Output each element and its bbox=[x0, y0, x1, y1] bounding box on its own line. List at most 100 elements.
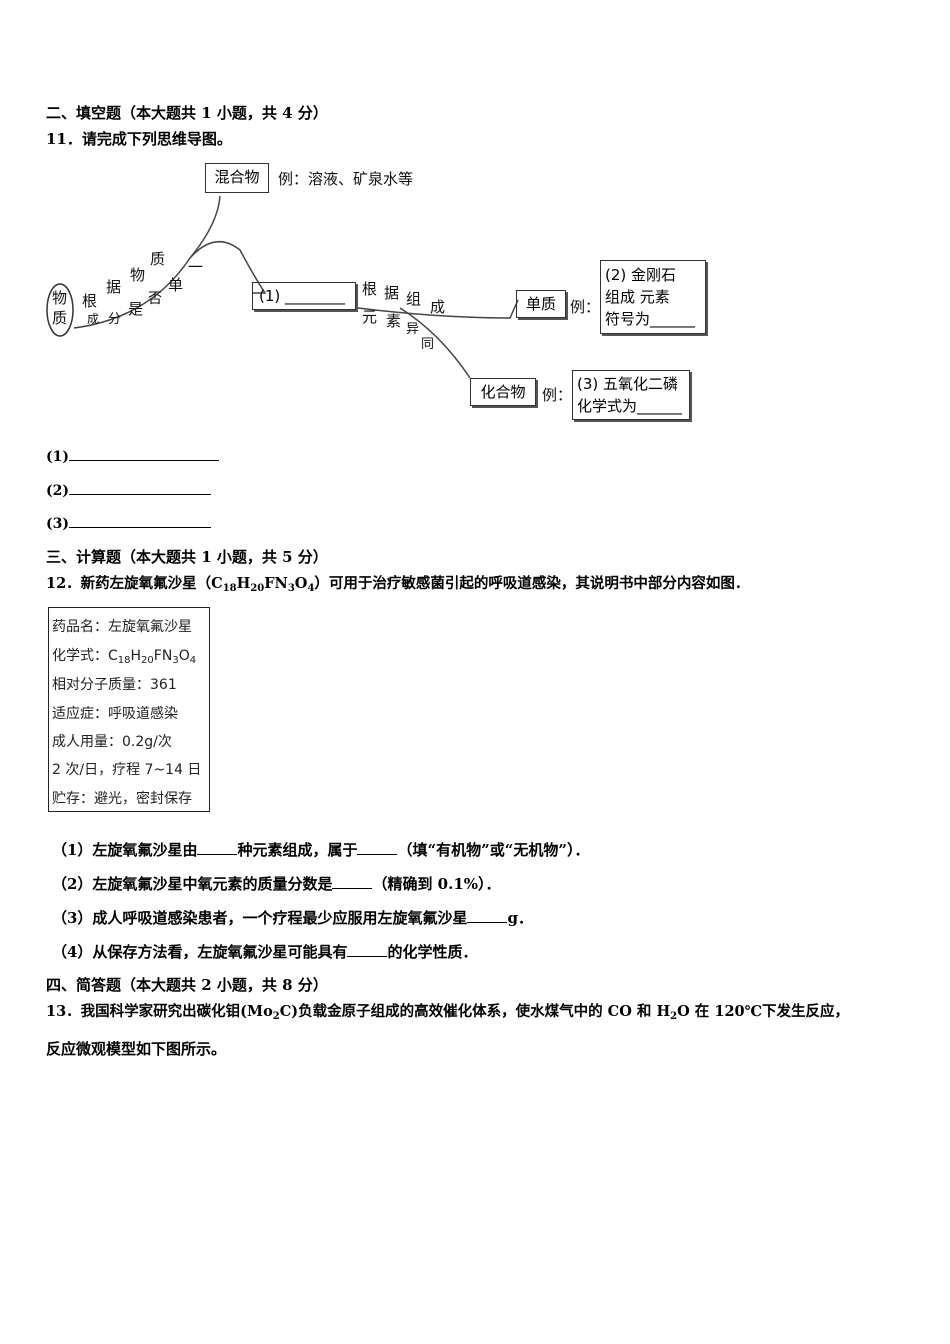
question-text: 种元素组成，属于 bbox=[237, 841, 358, 859]
question-13-stem-line-2: 反应微观模型如下图所示。 bbox=[46, 1040, 227, 1058]
branch-char: 根 bbox=[362, 280, 378, 298]
branch-char: 异 bbox=[406, 322, 420, 337]
branch-char: 素 bbox=[386, 312, 402, 330]
question-text: g． bbox=[507, 909, 533, 927]
drug-course: 2 次/日，疗程 7~14 日 bbox=[52, 762, 202, 778]
formula-subscript: 3 bbox=[172, 655, 179, 666]
drug-indication: 适应症：呼吸道感染 bbox=[52, 706, 178, 722]
stem-text: ）可用于治疗敏感菌引起的呼吸道感染，其说明书中部分内容如图． bbox=[314, 575, 750, 592]
compound-example-prefix: 例： bbox=[542, 386, 573, 404]
answer-line-2[interactable]: (2) bbox=[46, 480, 211, 499]
formula-text: H bbox=[130, 648, 142, 664]
question-text: 的化学性质． bbox=[387, 943, 478, 961]
answer-blank[interactable] bbox=[357, 840, 398, 855]
drug-formula: 化学式：C18H20FN3O4 bbox=[52, 645, 196, 666]
stem-subscript: 2 bbox=[272, 1011, 280, 1022]
drug-label-box: 药品名：左旋氧氟沙星 化学式：C18H20FN3O4 相对分子质量：361 适应… bbox=[48, 607, 210, 812]
element-example-prefix: 例： bbox=[570, 298, 601, 316]
question-text: （4）从保存方法看，左旋氧氟沙星可能具有 bbox=[52, 943, 348, 961]
answer-blank[interactable] bbox=[467, 908, 508, 923]
answer-blank[interactable] bbox=[69, 480, 211, 495]
center-char: 物质 bbox=[52, 289, 68, 327]
element-box: 单质 bbox=[516, 290, 566, 318]
stem-text: C)负载金原子组成的高效催化体系，使水煤气中的 CO 和 H bbox=[279, 1003, 671, 1020]
branch-char: 根 bbox=[82, 292, 98, 310]
drug-dose: 成人用量：0.2g/次 bbox=[52, 734, 172, 750]
answer-label: (3) bbox=[46, 516, 69, 532]
branch-char: 组 bbox=[406, 290, 422, 308]
branch-char: 据 bbox=[106, 278, 122, 296]
drug-molecular-mass: 相对分子质量：361 bbox=[52, 677, 177, 693]
sub-question-3: （3）成人呼吸道感染患者，一个疗程最少应服用左旋氧氟沙星 g． bbox=[52, 907, 533, 928]
section-2-heading: 二、填空题（本大题共 1 小题，共 4 分） bbox=[46, 104, 328, 122]
formula-subscript: 18 bbox=[117, 655, 131, 666]
sub-question-1: （1）左旋氧氟沙星由 种元素组成，属于 （填“有机物”或“无机物”）． bbox=[52, 839, 589, 860]
question-12-stem: 12．新药左旋氧氟沙星（C18H20FN3O4）可用于治疗敏感菌引起的呼吸道感染… bbox=[46, 572, 749, 594]
answer-blank[interactable] bbox=[197, 840, 238, 855]
answer-line-3[interactable]: (3) bbox=[46, 513, 211, 532]
answer-blank[interactable] bbox=[69, 446, 219, 461]
branch-char: 是 bbox=[128, 300, 144, 318]
branch-char: 质 bbox=[150, 250, 166, 268]
stem-text: O 在 120℃下发生反应， bbox=[677, 1003, 849, 1020]
stem-text: H bbox=[236, 575, 251, 592]
branch-char: 成 bbox=[430, 298, 446, 316]
answer-label: (2) bbox=[46, 483, 69, 499]
formula-text: O bbox=[178, 648, 190, 664]
question-text: （2）左旋氧氟沙星中氧元素的质量分数是 bbox=[52, 875, 333, 893]
mind-map-center-label: 物质 bbox=[52, 288, 68, 328]
drug-storage: 贮存：避光，密封保存 bbox=[52, 791, 192, 807]
branch-char: 物 bbox=[130, 266, 146, 284]
question-text: （填“有机物”或“无机物”）． bbox=[397, 841, 590, 859]
branch-char: 据 bbox=[384, 284, 400, 302]
formula-text: 化学式：C bbox=[52, 648, 118, 664]
question-11-stem: 11．请完成下列思维导图。 bbox=[46, 130, 232, 148]
question-13-stem: 13．我国科学家研究出碳化钼(Mo2C)负载金原子组成的高效催化体系，使水煤气中… bbox=[46, 1000, 849, 1022]
branch-char: 否 bbox=[148, 291, 162, 307]
question-text: （精确到 0.1%）． bbox=[372, 875, 501, 893]
drug-name: 药品名：左旋氧氟沙星 bbox=[52, 619, 192, 635]
answer-blank[interactable] bbox=[347, 942, 388, 957]
compound-example-line: 化学式为______ bbox=[577, 397, 683, 415]
branch-char: 成 bbox=[87, 312, 100, 326]
formula-subscript: 20 bbox=[141, 655, 154, 666]
element-example-line: 组成 元素 bbox=[605, 288, 670, 306]
stem-subscript: 20 bbox=[250, 583, 265, 594]
mind-map-diagram: 物质 根 据 物 质 成 分 是 否 单 一 混合物 例：溶液、矿泉水等 (1)… bbox=[40, 158, 710, 428]
stem-subscript: 2 bbox=[670, 1011, 678, 1022]
stem-subscript: 4 bbox=[307, 583, 315, 594]
formula-subscript: 4 bbox=[189, 655, 197, 666]
branch-char: 单 bbox=[168, 276, 184, 294]
answer-blank[interactable] bbox=[332, 874, 373, 889]
mixture-example: 例：溶液、矿泉水等 bbox=[278, 170, 414, 188]
branch-char: 一 bbox=[188, 258, 204, 276]
answer-label: (1) bbox=[46, 449, 69, 465]
formula-text: FN bbox=[153, 648, 173, 664]
branch-char: 分 bbox=[108, 312, 122, 327]
stem-text: 13．我国科学家研究出碳化钼(Mo bbox=[46, 1003, 273, 1020]
pure-substance-box: (1) ________ bbox=[252, 282, 356, 310]
sub-question-2: （2）左旋氧氟沙星中氧元素的质量分数是 （精确到 0.1%）． bbox=[52, 873, 501, 894]
sub-question-4: （4）从保存方法看，左旋氧氟沙星可能具有 的化学性质． bbox=[52, 941, 477, 962]
element-example-box: (2) 金刚石 组成 元素 符号为______ bbox=[600, 260, 706, 334]
stem-text: O bbox=[294, 575, 308, 592]
answer-line-1[interactable]: (1) bbox=[46, 446, 219, 465]
question-text: （3）成人呼吸道感染患者，一个疗程最少应服用左旋氧氟沙星 bbox=[52, 909, 468, 927]
stem-subscript: 3 bbox=[287, 583, 295, 594]
answer-blank[interactable] bbox=[69, 513, 211, 528]
section-4-heading: 四、简答题（本大题共 2 小题，共 8 分） bbox=[46, 976, 328, 994]
mind-map-connectors bbox=[46, 195, 519, 379]
mixture-box: 混合物 bbox=[205, 163, 269, 193]
stem-subscript: 18 bbox=[222, 583, 237, 594]
branch-char: 同 bbox=[421, 337, 435, 352]
question-text: （1）左旋氧氟沙星由 bbox=[52, 841, 198, 859]
branch-char: 元 bbox=[362, 308, 378, 326]
compound-example-box: (3) 五氧化二磷 化学式为______ bbox=[572, 370, 690, 420]
section-3-heading: 三、计算题（本大题共 1 小题，共 5 分） bbox=[46, 548, 328, 566]
stem-text: FN bbox=[264, 575, 288, 592]
element-example-line: (2) 金刚石 bbox=[605, 266, 677, 284]
compound-example-line: (3) 五氧化二磷 bbox=[577, 375, 679, 393]
stem-text: 12．新药左旋氧氟沙星（C bbox=[46, 575, 223, 592]
compound-box: 化合物 bbox=[470, 378, 536, 406]
element-example-line: 符号为______ bbox=[605, 310, 696, 328]
